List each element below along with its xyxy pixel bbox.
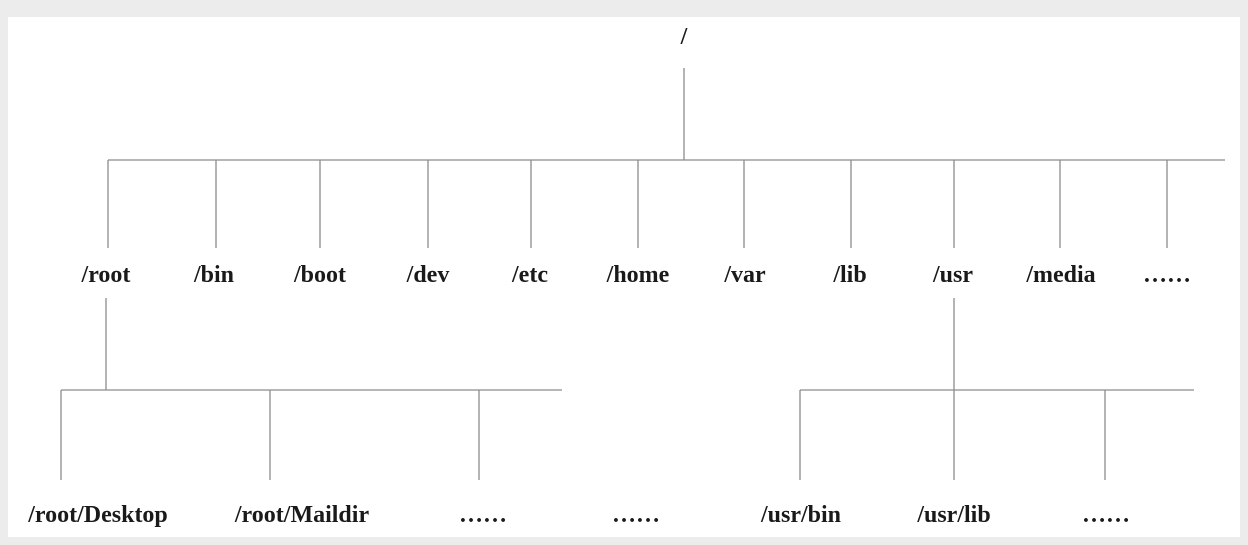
node-labels: / /root /bin /boot /dev /etc /home /var … [27, 24, 1191, 528]
node-root-slash: / [680, 24, 688, 50]
node-home: /home [606, 262, 670, 288]
node-boot: /boot [293, 262, 346, 288]
connectors-top [107, 68, 1225, 248]
connectors-usr-subtree [799, 298, 1194, 480]
node-lib: /lib [832, 262, 866, 288]
node-dev: /dev [406, 262, 450, 288]
node-root: /root [81, 262, 131, 288]
node-usr-more-ellipsis: …… [1082, 502, 1130, 528]
node-usr-bin: /usr/bin [760, 502, 841, 528]
node-media: /media [1025, 262, 1095, 288]
connectors-root-subtree [60, 298, 562, 480]
node-etc: /etc [511, 262, 548, 288]
diagram-frame [8, 17, 1240, 537]
node-root-more-ellipsis-2: …… [612, 502, 660, 528]
node-more-ellipsis: …… [1143, 262, 1191, 288]
node-root-maildir: /root/Maildir [234, 502, 370, 528]
node-usr-lib: /usr/lib [916, 502, 990, 528]
node-bin: /bin [193, 262, 234, 288]
node-root-more-ellipsis: …… [459, 502, 507, 528]
node-usr: /usr [932, 262, 973, 288]
node-var: /var [723, 262, 766, 288]
node-root-desktop: /root/Desktop [27, 502, 168, 528]
